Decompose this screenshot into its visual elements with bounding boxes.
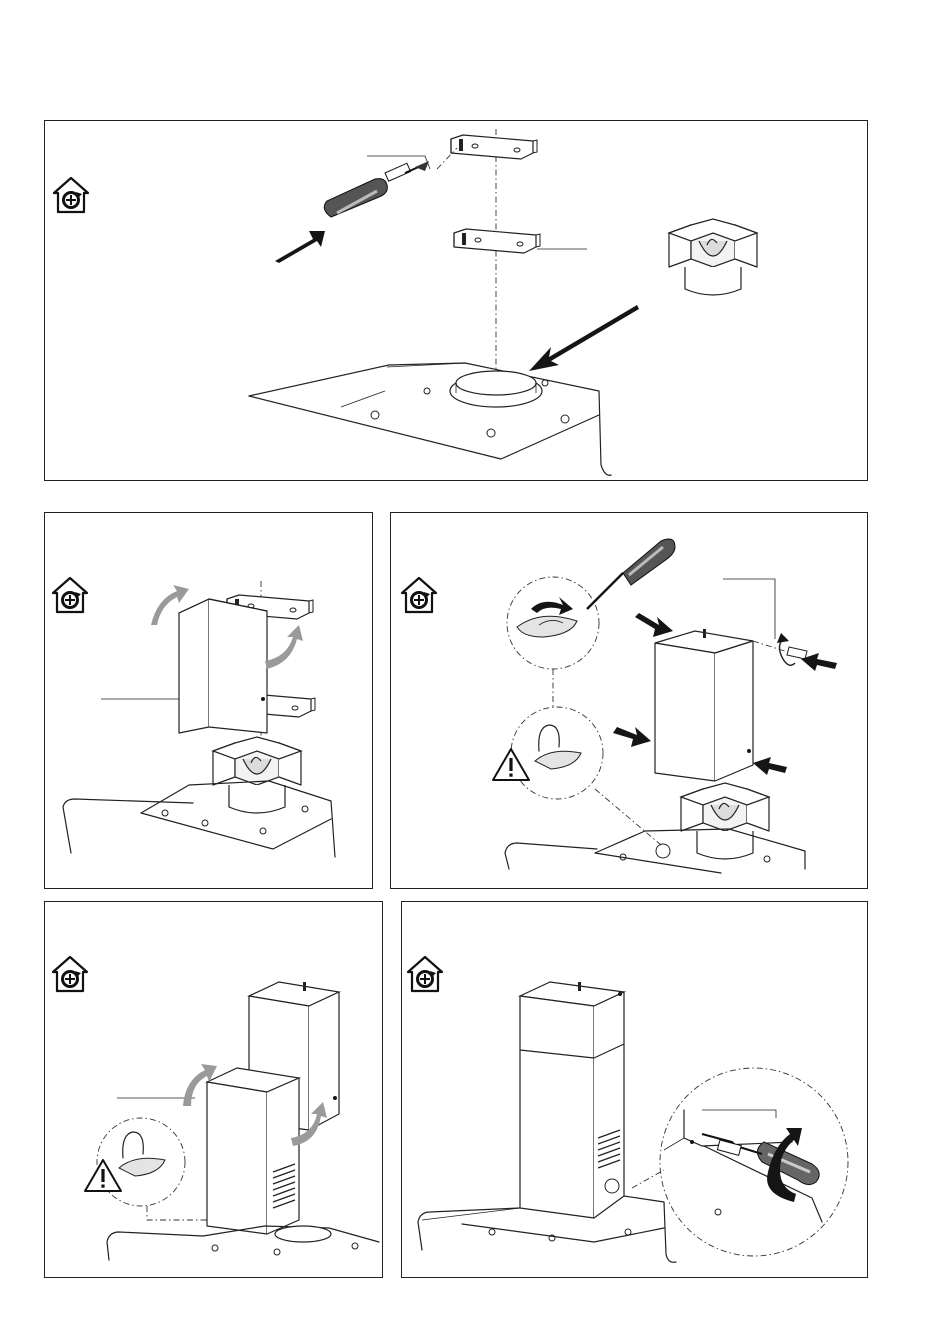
screwdriver-icon	[587, 539, 675, 609]
screw-detail	[664, 1110, 822, 1222]
house-fan-icon	[402, 578, 436, 612]
chimney-section	[655, 629, 753, 781]
panel-secure-chimney	[390, 512, 868, 889]
duct-adapter	[213, 737, 301, 813]
push-arrow	[613, 727, 651, 747]
panel-upper-chimney-fit	[44, 512, 373, 889]
hood-body	[505, 829, 805, 873]
duct-adapter	[669, 219, 757, 295]
warning-icon	[85, 1160, 121, 1191]
push-arrow	[635, 613, 673, 637]
insert-arrow	[529, 305, 639, 371]
panel-final-assembly	[401, 901, 868, 1278]
chimney-section	[179, 599, 267, 733]
clip-detail	[517, 597, 577, 637]
house-fan-icon	[53, 957, 87, 991]
bracket-bottom	[454, 229, 540, 253]
push-arrow	[801, 653, 837, 671]
clip-detail	[535, 725, 581, 769]
house-fan-icon	[408, 957, 442, 991]
lift-arrow-right	[265, 625, 303, 669]
hood-body	[63, 781, 335, 857]
panel-lower-chimney	[44, 901, 383, 1278]
hood-body	[249, 363, 611, 475]
detail-circle-screw	[660, 1068, 848, 1256]
chimney-assembly	[520, 982, 624, 1218]
bracket-top	[451, 135, 537, 159]
house-fan-icon	[53, 578, 87, 612]
house-fan-icon	[54, 178, 88, 212]
clip-detail	[119, 1132, 165, 1176]
chimney-section-lower	[207, 1068, 299, 1234]
push-arrow	[275, 231, 325, 263]
duct-adapter	[681, 783, 769, 859]
panel-mount-brackets	[44, 120, 868, 481]
screwdriver-icon	[324, 161, 429, 217]
warning-icon	[493, 749, 529, 780]
push-arrow	[753, 757, 787, 775]
